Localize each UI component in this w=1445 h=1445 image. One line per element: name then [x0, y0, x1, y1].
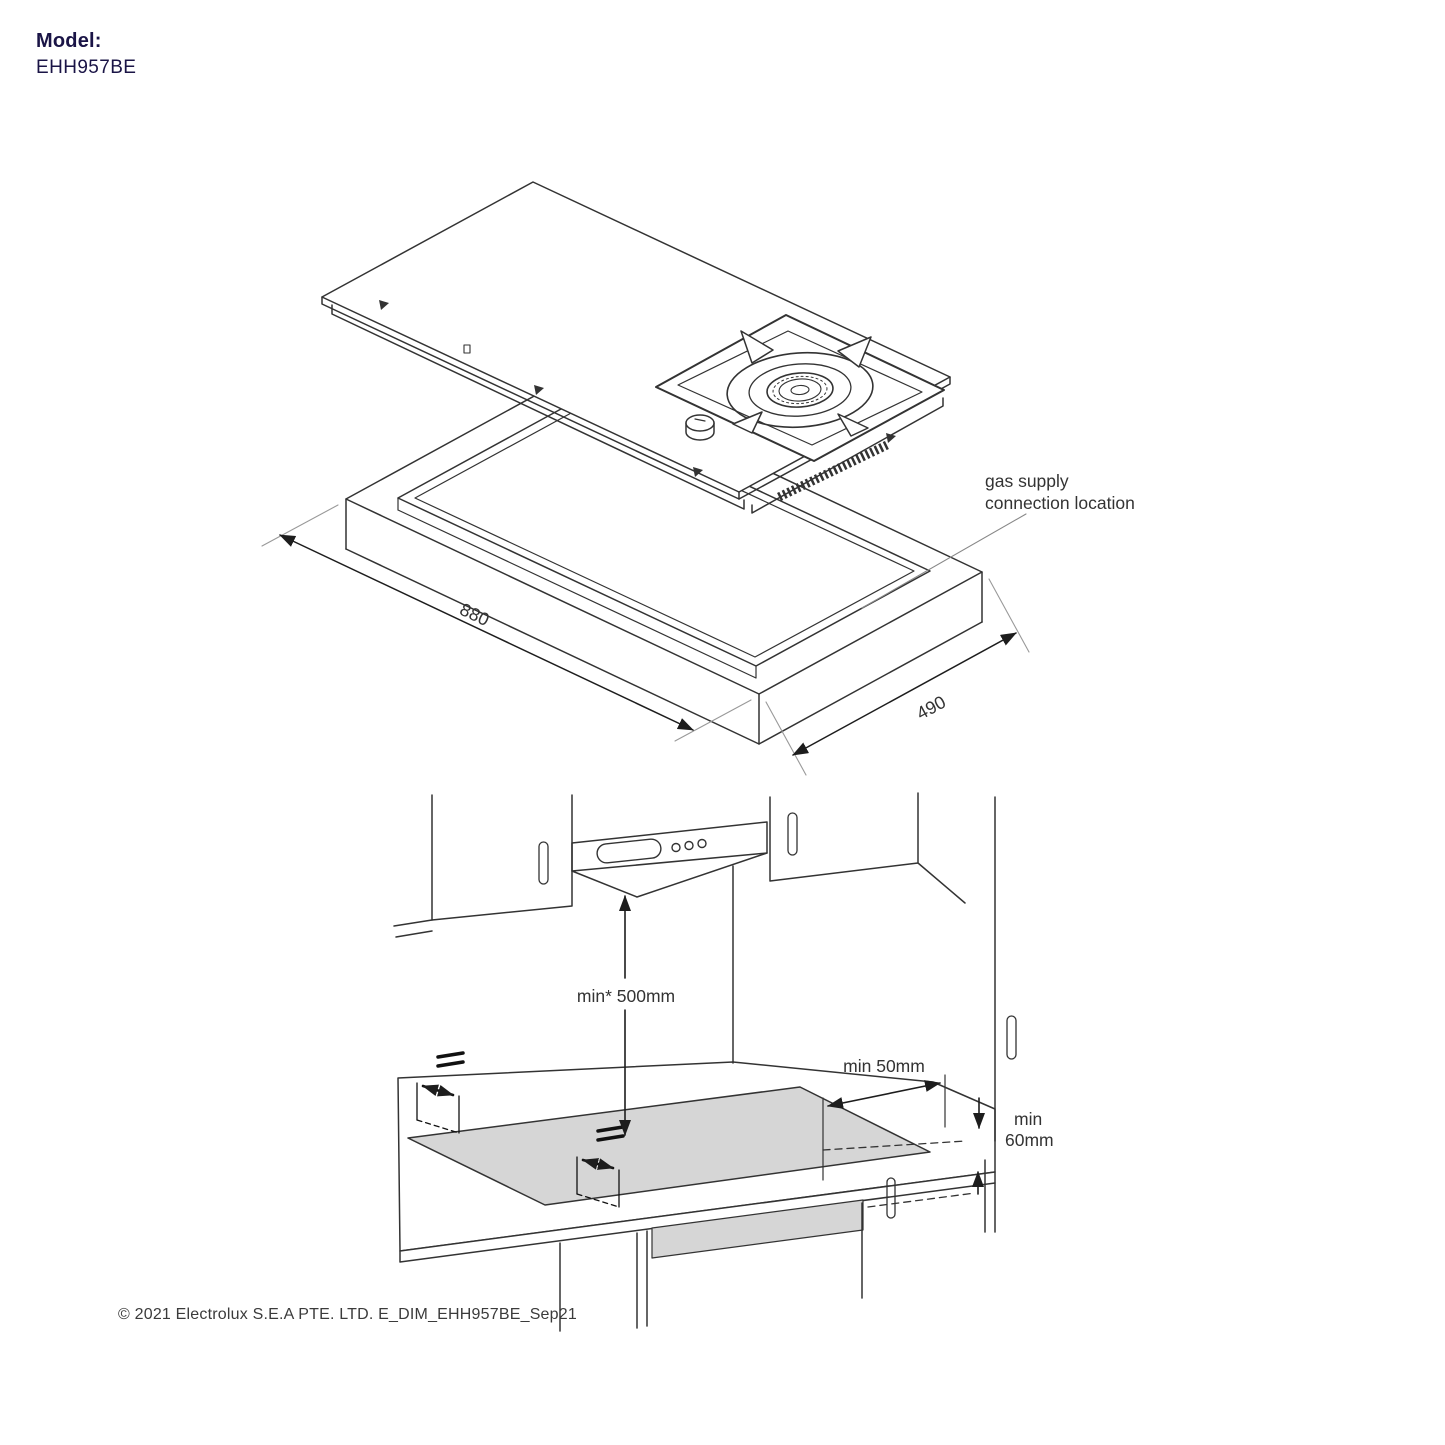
- footer-copyright: © 2021 Electrolux S.E.A PTE. LTD. E_DIM_…: [118, 1306, 577, 1323]
- hood-control-panel: [596, 838, 662, 864]
- wall-cabinet-right: [769, 792, 966, 904]
- extension-lines: [261, 504, 1030, 776]
- hob-chassis: [331, 304, 745, 510]
- hood-button: [671, 842, 681, 853]
- dim-490-line: [792, 632, 1017, 756]
- cabinet-handle: [787, 812, 798, 856]
- exploded-view-diagram: 880 490 gas supply connection location: [261, 181, 1135, 776]
- svg-text:min: min: [1014, 1109, 1042, 1129]
- clearance-diagram: min* 500mm min 50mm min 60mm: [393, 792, 1054, 1332]
- svg-text:connection location: connection location: [985, 493, 1135, 513]
- dim-880-line: [279, 534, 694, 731]
- gas-supply-label: gas supply connection location: [985, 471, 1135, 513]
- gas-burner: [655, 314, 945, 462]
- hob-under-counter-box: [651, 1199, 864, 1259]
- clearance-500-label: min* 500mm: [577, 986, 675, 1006]
- clearance-50-label: min 50mm: [843, 1056, 925, 1076]
- hob-unit: [321, 181, 951, 514]
- wall-cabinet-left: [393, 794, 573, 938]
- seal-marker-center: [576, 1125, 625, 1208]
- dimension-lines: [279, 534, 1017, 756]
- hood-button: [697, 838, 707, 849]
- base-cabinet-handle: [886, 1177, 896, 1219]
- base-cabinets: [559, 1159, 996, 1332]
- hob-surface: [407, 1086, 931, 1206]
- model-label: Model:: [36, 30, 102, 52]
- header: Model: EHH957BE: [36, 30, 136, 79]
- range-hood: [571, 821, 768, 898]
- pan-support-prongs: [732, 330, 872, 437]
- dim-880-label: 880: [457, 599, 493, 630]
- clearance-50: [822, 1074, 967, 1181]
- dim-490-label: 490: [913, 692, 949, 724]
- hood-button: [684, 840, 694, 851]
- model-number: EHH957BE: [36, 57, 137, 78]
- cabinet-handle: [538, 841, 549, 885]
- control-knob: [685, 414, 715, 441]
- clearance-60-label: min 60mm: [1005, 1109, 1054, 1150]
- clearance-60: [972, 1097, 985, 1195]
- svg-text:60mm: 60mm: [1005, 1130, 1054, 1150]
- tall-cabinet: [732, 796, 1017, 1142]
- mounting-clips: [379, 300, 896, 477]
- tall-cabinet-handle: [1006, 1015, 1017, 1060]
- burner-cap: [766, 372, 834, 408]
- gas-leader-line: [861, 513, 1027, 609]
- seal-marker-left: [416, 1051, 465, 1134]
- svg-text:gas supply: gas supply: [985, 471, 1069, 491]
